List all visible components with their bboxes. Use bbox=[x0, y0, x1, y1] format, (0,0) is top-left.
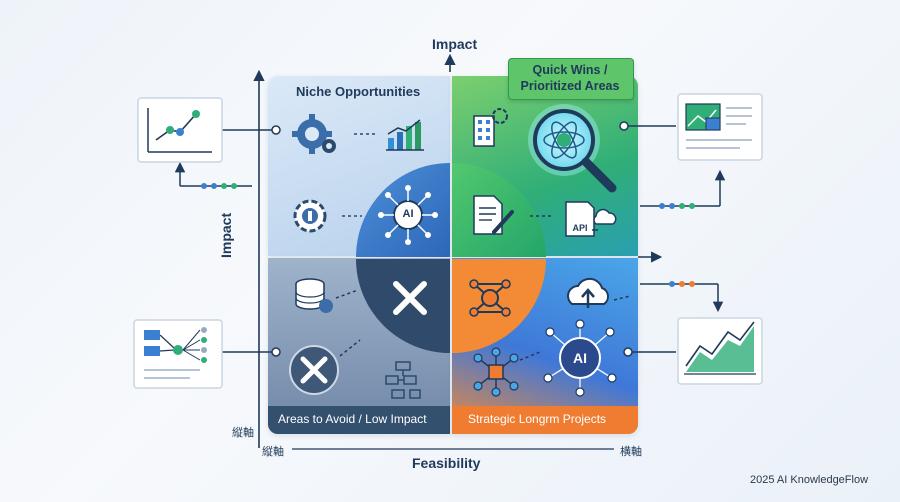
x-axis-label: Feasibility bbox=[412, 455, 481, 471]
flowchart-icon bbox=[385, 361, 421, 399]
close-x-icon-center bbox=[393, 281, 427, 315]
bar-chart-icon bbox=[386, 119, 424, 151]
banner-strategic-projects bbox=[452, 406, 638, 434]
y-axis-cjk-label: 縦軸 bbox=[232, 427, 254, 439]
molecule-icon bbox=[469, 279, 511, 317]
quick-wins-line2: Prioritized Areas bbox=[520, 79, 620, 93]
quadrant-title-avoid: Areas to Avoid / Low Impact bbox=[278, 412, 427, 426]
ai-chip-network-icon bbox=[543, 319, 617, 397]
cloud-upload-icon bbox=[567, 277, 609, 308]
finance-gear-icon bbox=[293, 199, 327, 233]
footer-credit: 2025 AI KnowledgeFlow bbox=[750, 474, 869, 486]
left-top-dots-icon bbox=[201, 183, 237, 189]
document-pen-icon bbox=[473, 195, 514, 235]
api-document-icon bbox=[565, 201, 617, 237]
magnifier-atom-icon bbox=[528, 104, 617, 193]
quadrant-strategic-projects: Strategic Longrm Projects bbox=[452, 258, 638, 434]
building-icon bbox=[473, 108, 508, 147]
right-bottom-dots-icon bbox=[669, 281, 695, 287]
x-axis-cjk-right-label: 横軸 bbox=[620, 446, 642, 458]
gear-icon bbox=[292, 114, 336, 154]
close-circle-icon bbox=[289, 345, 339, 395]
connector-node bbox=[271, 347, 281, 357]
ai-center-label: AI bbox=[402, 208, 414, 220]
quick-wins-label-box bbox=[508, 58, 634, 100]
x-axis-cjk-left-label: 縦軸 bbox=[262, 446, 284, 458]
connector-node bbox=[271, 125, 281, 135]
ai-bottom-right-label: AI bbox=[573, 350, 587, 366]
quadrant-title-niche: Niche Opportunities bbox=[296, 84, 421, 99]
banner-areas-to-avoid bbox=[268, 406, 450, 434]
network-cube-icon bbox=[473, 347, 519, 397]
database-icon bbox=[295, 278, 333, 313]
ai-network-icon bbox=[378, 185, 438, 245]
quick-wins-line1: Quick Wins / bbox=[532, 63, 608, 77]
y-axis-top-label: Impact bbox=[432, 36, 478, 52]
api-label: API bbox=[572, 223, 588, 233]
line-chart-card-icon bbox=[137, 97, 223, 163]
quadrant-title-strategic: Strategic Longrm Projects bbox=[468, 412, 607, 426]
right-top-dots-icon bbox=[659, 203, 695, 209]
connector-node bbox=[619, 121, 629, 131]
image-card-icon bbox=[677, 93, 763, 161]
area-chart-card-icon bbox=[677, 317, 763, 385]
flow-card-icon bbox=[133, 319, 223, 389]
connector-node bbox=[623, 347, 633, 357]
